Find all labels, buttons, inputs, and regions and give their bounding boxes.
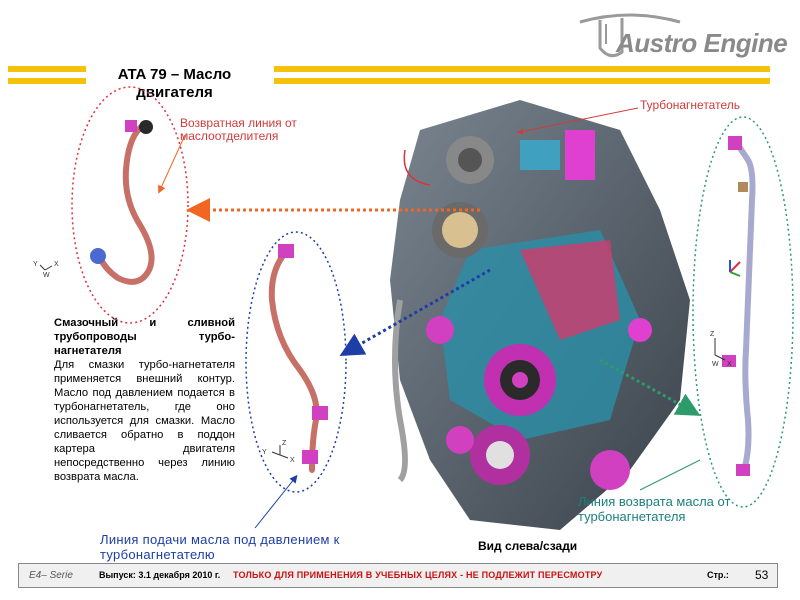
pipe-fitting-icon	[139, 120, 153, 134]
axis-label-x: X	[727, 361, 732, 368]
turbocharger-label: Турбонагнетатель	[640, 98, 740, 112]
logo-text: Austro Engine	[616, 28, 788, 58]
description-body: Для смазки турбо-нагнетателя применяется…	[54, 359, 235, 483]
header-bar-left-bottom	[8, 78, 86, 84]
pipe-fitting-icon	[728, 136, 742, 150]
view-label: Вид слева/сзади	[478, 539, 578, 553]
axis-label-w: W	[43, 272, 50, 279]
pipe-fitting-icon	[302, 450, 318, 464]
return-line-pipe	[97, 125, 155, 285]
pipe-fitting-icon	[738, 182, 748, 192]
pipe-fitting-icon	[736, 464, 750, 476]
supply-line-leader	[254, 474, 298, 529]
pipe-fitting-icon	[722, 355, 736, 367]
engine-illustration	[390, 100, 690, 530]
axis-triad-middle: Z Y X	[262, 440, 295, 464]
footer-page-label: Стр.:	[707, 570, 729, 580]
oil-return-highlight	[692, 116, 794, 508]
footer-series: E4– Serie	[29, 570, 73, 581]
axis-triad-left: Y X W	[33, 261, 59, 279]
supply-line-detail	[245, 231, 347, 493]
return-line-label: Возвратная линия от маслоотделителя	[180, 116, 297, 143]
header-bar-left-top	[8, 66, 86, 72]
page-title: ATA 79 – Масло двигателя	[117, 66, 232, 101]
supply-line-highlight	[245, 231, 347, 493]
pipe-fitting-icon	[125, 120, 137, 132]
axis-label-y: Y	[33, 261, 38, 268]
logo-emblem-icon	[579, 13, 681, 58]
return-line-leader	[158, 134, 186, 194]
axis-triad-right: Z W X	[710, 260, 741, 368]
axis-label-w: W	[712, 361, 719, 368]
footer: E4– Serie Выпуск: 3.1 декабря 2010 г. ТО…	[18, 563, 778, 588]
footer-page-number: 53	[755, 568, 769, 582]
footer-notice: ТОЛЬКО ДЛЯ ПРИМЕНЕНИЯ В УЧЕБНЫХ ЦЕЛЯХ - …	[233, 570, 603, 580]
pipe-fitting-icon	[278, 244, 294, 258]
footer-issue: Выпуск: 3.1 декабря 2010 г.	[99, 570, 221, 580]
axis-label-x: X	[54, 261, 59, 268]
supply-line-pipe	[268, 249, 320, 473]
description-heading: Смазочный и сливной трубопроводы турбо-н…	[54, 317, 235, 357]
oil-return-label: Линия возврата масла от турбонагнетателя	[578, 494, 731, 524]
oil-return-pipe	[733, 139, 756, 473]
return-line-detail	[71, 86, 189, 324]
oil-return-arrow	[599, 358, 701, 416]
pipe-fitting-icon	[90, 248, 106, 264]
oil-supply-label: Линия подачи масла под давлением к турбо…	[100, 532, 340, 562]
description-block: Смазочный и сливной трубопроводы турбо-н…	[54, 316, 235, 484]
turbocharger-leader	[517, 107, 639, 135]
axis-label-z: Z	[282, 440, 287, 447]
header-bar-right-top	[274, 66, 770, 72]
axis-label-z: Z	[710, 331, 715, 338]
header-bar-right-bottom	[274, 78, 770, 84]
pipe-fitting-icon	[312, 406, 328, 420]
oil-return-line-detail	[692, 116, 794, 508]
axis-label-x: X	[290, 457, 295, 464]
supply-line-arrow	[339, 268, 491, 356]
axis-label-y: Y	[262, 449, 267, 456]
oil-return-leader	[639, 459, 701, 491]
